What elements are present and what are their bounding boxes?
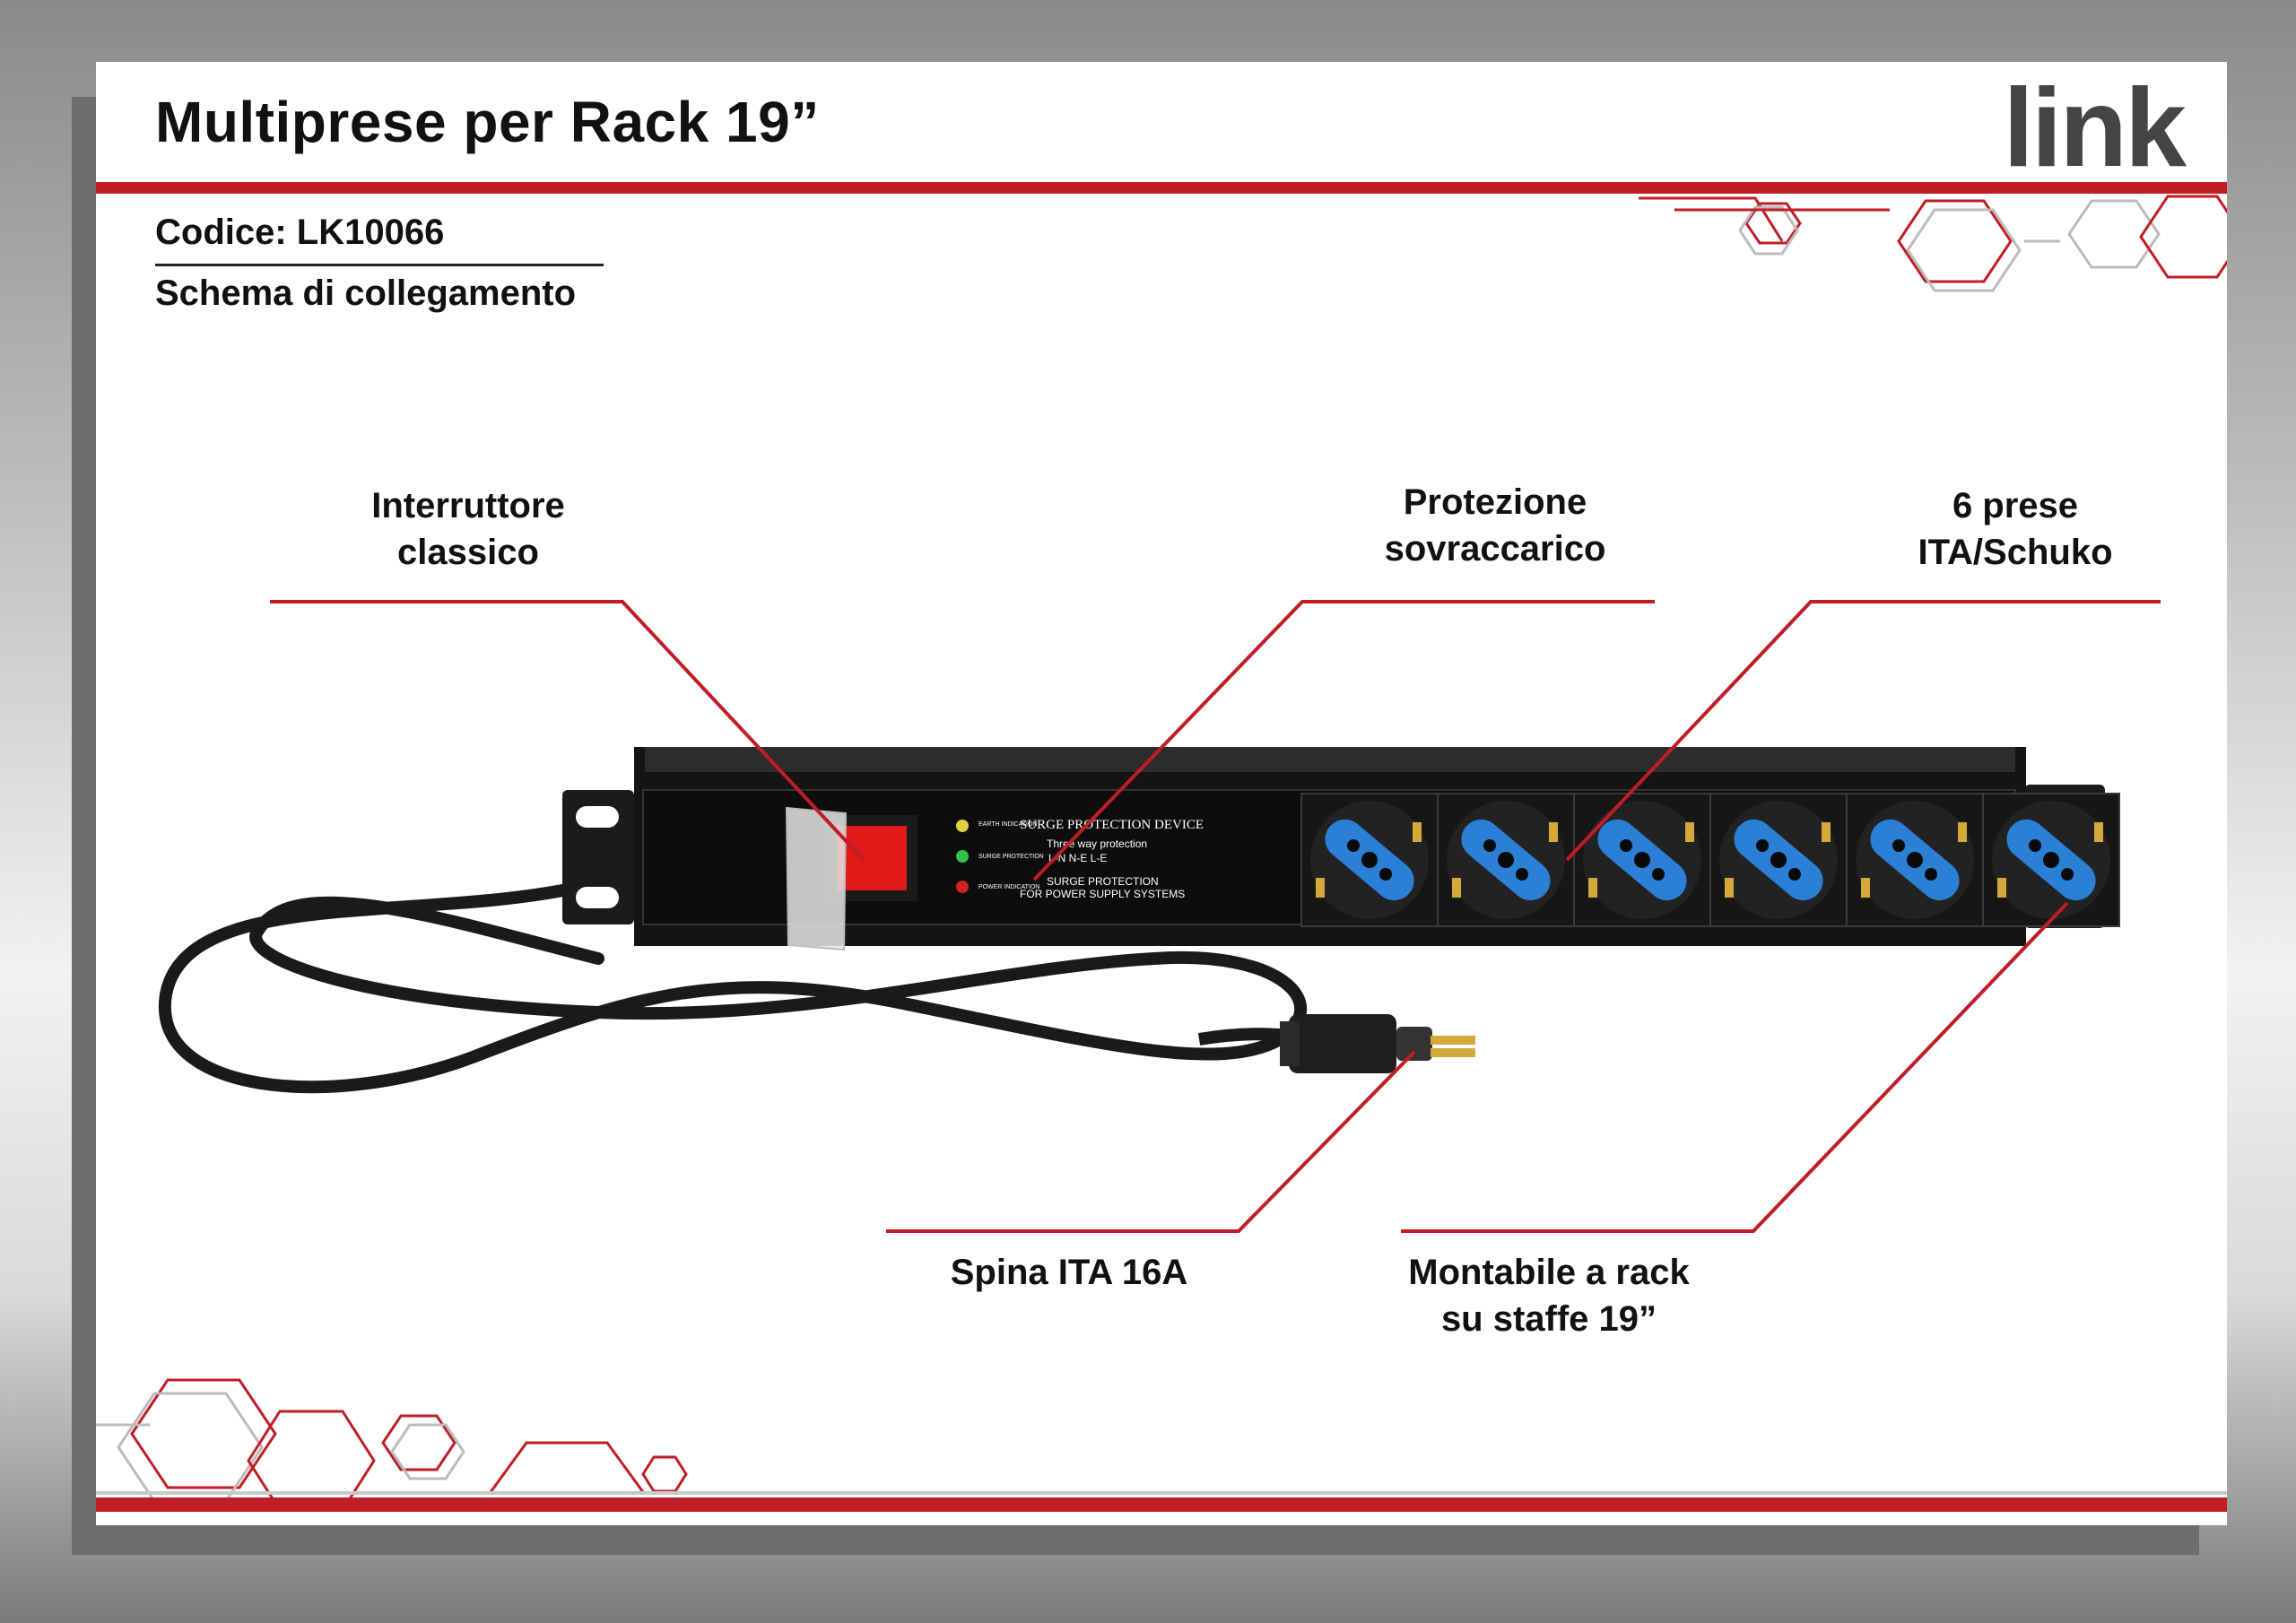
hex-top-2 — [1897, 199, 2013, 283]
slide: Multiprese per Rack 19” link Codice: LK1… — [96, 62, 2227, 1525]
bottom-accent-bar — [96, 1497, 2227, 1512]
earth-led — [956, 820, 969, 832]
hex-bot-1 — [130, 1378, 277, 1489]
hex-top-1 — [1744, 202, 1802, 245]
hex-line-bot — [489, 1441, 645, 1493]
socket-4 — [1709, 793, 1848, 927]
leader-surge — [1032, 600, 1655, 881]
callout-switch: Interruttore classico — [371, 486, 565, 572]
socket-2 — [1437, 793, 1575, 927]
for-power-text: FOR POWER SUPPLY SYSTEMS — [1020, 888, 1185, 900]
power-label: POWER INDICATION — [978, 884, 1039, 890]
callout-rack: Montabile a rack su staffe 19” — [1408, 1253, 1690, 1339]
surge-protection-text: SURGE PROTECTION — [1047, 875, 1159, 888]
lines-text: L-N N-E L-E — [1048, 852, 1107, 864]
product-code: Codice: LK10066 — [155, 213, 445, 252]
socket-1 — [1300, 793, 1439, 927]
pdu-illustration: EARTH INDICATION SURGE PROTECTION POWER … — [158, 747, 2120, 1094]
divider — [155, 264, 604, 266]
brand-logo: link — [2003, 66, 2187, 190]
leader-switch — [270, 600, 865, 862]
bottom-grey-line — [96, 1491, 2227, 1495]
rack-ear-left — [562, 790, 634, 924]
leader-sockets — [1565, 600, 2161, 862]
power-led — [956, 881, 969, 893]
section-subtitle: Schema di collegamento — [155, 273, 577, 313]
hex-top-1b — [1738, 205, 1799, 256]
leader-rack — [1401, 901, 2069, 1233]
hex-bot-3 — [381, 1414, 457, 1471]
plug-ita-16a — [1280, 1014, 1475, 1073]
hex-bot-3b — [390, 1423, 465, 1480]
socket-group — [1300, 793, 2120, 927]
hex-line-top — [1639, 196, 1784, 242]
earth-label: EARTH INDICATION — [978, 821, 1037, 828]
page-title: Multiprese per Rack 19” — [155, 90, 820, 154]
hex-top-2b — [1906, 208, 2022, 292]
pdu-top-edge — [645, 747, 2015, 772]
surge-device-title: SURGE PROTECTION DEVICE — [1020, 818, 1204, 832]
surge-label: SURGE PROTECTION — [978, 854, 1044, 860]
top-accent-bar — [96, 182, 2227, 194]
surge-led — [956, 850, 969, 863]
socket-3 — [1573, 793, 1711, 927]
callout-sockets: 6 prese ITA/Schuko — [1918, 486, 2113, 572]
leader-plug — [886, 1050, 1416, 1233]
hex-top-4 — [2139, 195, 2227, 279]
socket-6 — [1982, 793, 2120, 927]
callout-surge: Protezione sovraccarico — [1384, 482, 1606, 568]
callout-plug: Spina ITA 16A — [950, 1253, 1188, 1292]
hexagon-decoration — [96, 195, 2227, 1512]
power-cable — [158, 881, 1308, 1094]
socket-5 — [1846, 793, 1984, 927]
callout-lines — [270, 600, 2161, 1233]
power-switch — [785, 806, 918, 951]
hex-top-3 — [2067, 199, 2161, 269]
